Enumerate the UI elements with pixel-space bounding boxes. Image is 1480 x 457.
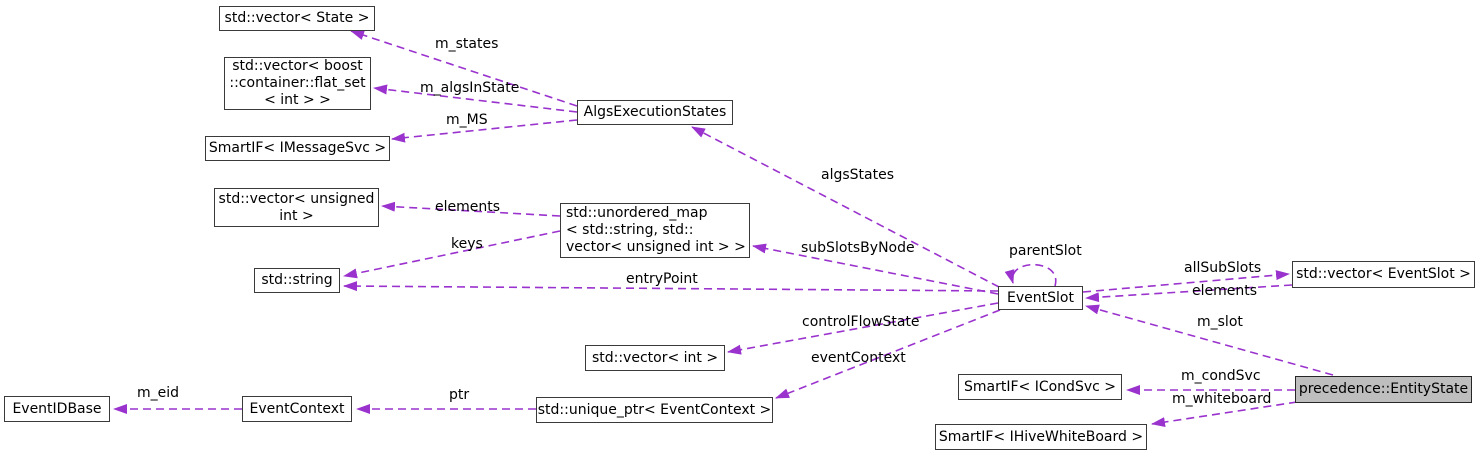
edge-label-m-eid: m_eid xyxy=(137,385,180,401)
edge-label-m-algsInState: m_algsInState xyxy=(420,80,520,96)
edge-m-algsInState xyxy=(373,84,578,113)
edge-label-m-MS: m_MS xyxy=(446,112,488,128)
edge-parentSlot xyxy=(1004,263,1057,287)
node-std-unique-ptr-event-context[interactable]: std::unique_ptr< EventContext > xyxy=(536,397,773,423)
edge-algsStates xyxy=(691,126,1000,288)
node-std-unordered-map[interactable]: std::unordered_map < std::string, std:: … xyxy=(560,203,750,258)
edge-m-states xyxy=(350,30,578,107)
edge-label-m-whiteboard: m_whiteboard xyxy=(1172,391,1272,407)
edge-keys xyxy=(343,230,561,279)
edge-label-controlFlowState: controlFlowState xyxy=(802,314,920,330)
node-std-vector-event-slot[interactable]: std::vector< EventSlot > xyxy=(1292,261,1475,288)
node-event-context[interactable]: EventContext xyxy=(242,396,352,422)
node-precedence-entity-state: precedence::EntityState xyxy=(1295,376,1472,403)
node-algs-execution-states[interactable]: AlgsExecutionStates xyxy=(577,100,733,125)
node-event-slot[interactable]: EventSlot xyxy=(998,286,1083,310)
node-std-vector-int[interactable]: std::vector< int > xyxy=(585,345,725,371)
node-event-id-base[interactable]: EventIDBase xyxy=(4,396,110,422)
node-std-vector-state[interactable]: std::vector< State > xyxy=(219,6,375,31)
node-std-vector-boost-flat-set[interactable]: std::vector< boost ::container::flat_set… xyxy=(224,57,371,110)
node-smartif-ihivewhiteboard[interactable]: SmartIF< IHiveWhiteBoard > xyxy=(935,424,1147,450)
edge-label-eventContext: eventContext xyxy=(811,350,906,366)
node-std-vector-unsigned-int[interactable]: std::vector< unsigned int > xyxy=(214,188,379,227)
edge-entryPoint xyxy=(343,281,999,292)
edge-subSlotsByNode xyxy=(752,243,999,295)
edge-label-keys: keys xyxy=(451,236,483,252)
edge-label-subSlotsByNode: subSlotsByNode xyxy=(801,240,915,256)
edge-label-m-slot: m_slot xyxy=(1197,314,1243,330)
edge-label-algsStates: algsStates xyxy=(821,167,895,183)
edge-eventContext xyxy=(775,309,1001,399)
edge-m-slot xyxy=(1085,304,1334,376)
edge-controlFlowState xyxy=(727,302,999,355)
edge-m-whiteboard xyxy=(1151,401,1298,427)
node-smartif-imessagesvc[interactable]: SmartIF< IMessageSvc > xyxy=(205,136,390,161)
edge-label-m-condSvc: m_condSvc xyxy=(1181,368,1261,384)
node-smartif-icondsvc[interactable]: SmartIF< ICondSvc > xyxy=(958,374,1122,400)
edge-elements-left xyxy=(381,201,561,217)
edge-allSubSlots xyxy=(1082,270,1290,293)
edge-label-ptr: ptr xyxy=(449,387,470,403)
edge-label-elements-left: elements xyxy=(435,199,501,215)
edge-label-m-states: m_states xyxy=(435,36,499,52)
edge-elements-right xyxy=(1085,284,1293,303)
edge-label-parentSlot: parentSlot xyxy=(1009,243,1082,259)
node-std-string[interactable]: std::string xyxy=(254,268,340,293)
edge-label-entryPoint: entryPoint xyxy=(626,271,698,287)
edge-label-allSubSlots: allSubSlots xyxy=(1184,260,1262,276)
edge-label-elements-right: elements xyxy=(1192,283,1258,299)
edge-m-MS xyxy=(391,119,578,143)
